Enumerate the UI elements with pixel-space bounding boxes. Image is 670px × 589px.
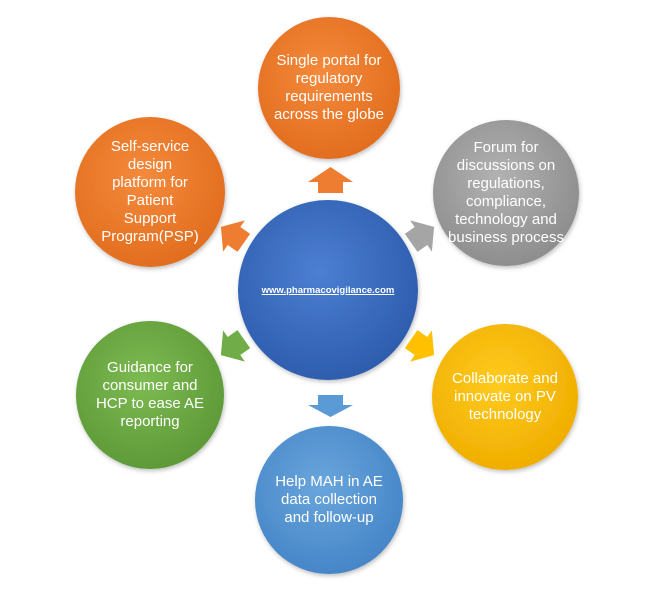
node-regulatory-portal-circle bbox=[258, 17, 400, 159]
node-guidance-circle bbox=[76, 321, 224, 469]
node-forum-label: Forum for discussions on regulations, co… bbox=[448, 139, 564, 246]
node-self-service-circle bbox=[75, 117, 225, 267]
node-collaborate-circle bbox=[432, 324, 578, 470]
node-guidance-label: Guidance for consumer and HCP to ease AE… bbox=[95, 359, 205, 430]
arrow-upright bbox=[404, 220, 435, 252]
arrow-upleft bbox=[220, 220, 251, 252]
node-collaborate-label: Collaborate and innovate on PV technolog… bbox=[452, 370, 558, 423]
node-forum-circle bbox=[433, 120, 579, 266]
arrow-downleft bbox=[220, 330, 251, 362]
center-circle bbox=[238, 200, 418, 380]
center-link[interactable]: www.pharmacovigilance.com bbox=[261, 284, 395, 296]
node-help-mah-circle bbox=[255, 426, 403, 574]
node-regulatory-portal-label: Single portal for regulatory requirement… bbox=[273, 52, 385, 123]
arrow-downright bbox=[404, 330, 435, 362]
arrow-up bbox=[308, 167, 353, 193]
node-self-service-label: Self-service design platform for Patient… bbox=[101, 138, 199, 245]
arrow-down bbox=[308, 395, 353, 417]
node-help-mah-label: Help MAH in AE data collection and follo… bbox=[275, 473, 383, 526]
